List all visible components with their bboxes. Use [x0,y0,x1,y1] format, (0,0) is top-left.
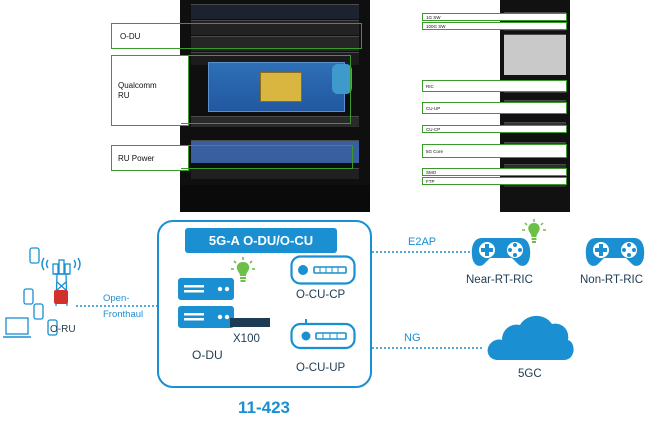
label-100g-sw: 100G SW [422,22,567,30]
lightbulb-icon [231,257,255,282]
label-cu-cp: CU-CP [422,125,567,133]
server-unit [504,34,566,75]
box-title: 5G-A O-DU/O-CU [185,228,337,253]
x100-shadow-bar [230,318,270,327]
label-1g-sw-text: 1G SW [426,14,441,20]
label-qualcomm-ru-text: Qualcomm RU [118,81,157,101]
lightbulb-icon [522,219,546,243]
fronthaul-label-line2: Fronthaul [103,309,144,320]
user-devices-icon [3,247,58,338]
ocucp-label: O-CU-CP [296,289,346,301]
label-cu-up-text: CU-UP [426,105,441,111]
fronthaul-label-line1: Open- [103,293,130,304]
label-5g-core-text: 5G Core [426,148,444,154]
e2ap-label: E2AP [408,236,437,248]
x100-label: X100 [233,333,260,345]
label-ru-power: RU Power [111,145,189,171]
label-cu-cp-text: CU-CP [426,126,441,132]
label-1g-sw: 1G SW [422,13,567,21]
rack-unit [191,116,359,127]
label-ric-text: RIC [426,83,434,89]
label-smo-text: SMO [426,169,437,175]
non-rt-ric-controller-icon [585,238,645,266]
cloud-icon [487,315,574,360]
label-ftp-text: FTP [426,178,435,184]
oru-label: O-RU [50,324,76,335]
label-odu: O-DU [111,23,362,49]
label-qualcomm-ru: Qualcomm RU [111,55,189,126]
rack-unit [191,36,359,51]
label-ric: RIC [422,80,567,92]
near-rt-ric-controller-icon [471,238,531,266]
cable-bundle [332,64,352,94]
ng-label: NG [404,332,421,344]
room-label: 11-423 [238,398,290,417]
label-ru-power-text: RU Power [118,153,155,163]
label-100g-sw-text: 100G SW [426,23,446,29]
odu-server-icon [178,278,234,328]
non-rt-ric-label: Non-RT-RIC [580,274,644,286]
ru-card [260,72,302,102]
ocucp-device-icon [290,255,356,285]
ocuup-label: O-CU-UP [296,362,346,374]
oru-tower-base [54,290,68,304]
rack-floor [180,185,370,212]
label-cu-up: CU-UP [422,102,567,114]
ocuup-device-icon [290,319,356,350]
odu-label: O-DU [192,348,223,362]
label-5g-core: 5G Core [422,144,567,158]
near-rt-ric-label: Near-RT-RIC [466,274,533,286]
label-ftp: FTP [422,177,567,185]
label-ru-power-frame [181,145,353,169]
label-qualcomm-ru-value: Qualcomm RU [118,80,157,100]
rack-unit [191,4,359,19]
label-smo: SMO [422,168,567,176]
core-label: 5GC [518,368,542,380]
label-odu-text: O-DU [118,29,143,43]
label-qualcomm-ru-frame [181,55,351,124]
